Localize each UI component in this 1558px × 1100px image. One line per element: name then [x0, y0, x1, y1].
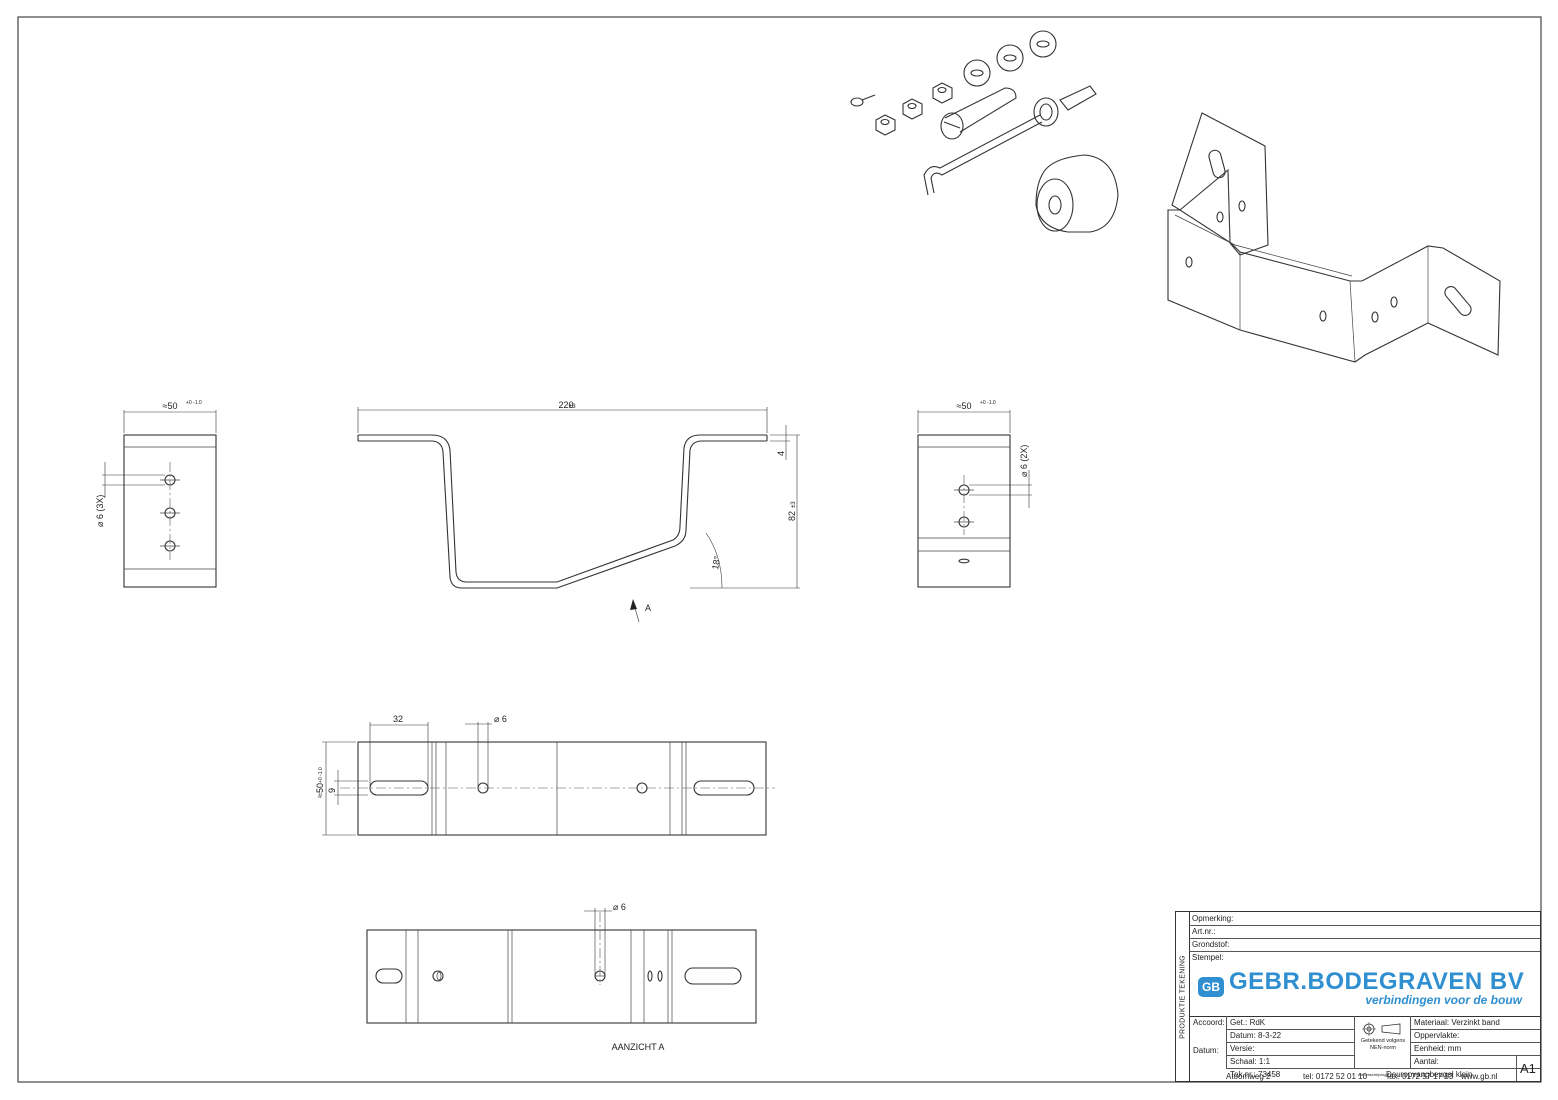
website: www.gb.nl — [1461, 1072, 1498, 1081]
company-tagline: verbindingen voor de bouw — [1365, 993, 1522, 1007]
art-omschrijving-label: Art.omschrijving — [1358, 1072, 1387, 1077]
slot — [375, 968, 403, 984]
right-width-label: ≈50 — [957, 401, 972, 411]
hole — [432, 970, 444, 982]
pin — [944, 87, 1017, 133]
artnr-label: Art.nr.: — [1192, 927, 1216, 936]
top-hole-label: ⌀ 6 — [494, 714, 507, 724]
slot — [684, 967, 742, 985]
opmerking-label: Opmerking: — [1192, 914, 1234, 923]
view-a-label: AANZICHT A — [612, 1042, 665, 1052]
schaal: Schaal: 1:1 — [1230, 1057, 1271, 1066]
top-width-label: ≈50 — [315, 783, 325, 798]
isometric-bracket — [1167, 112, 1501, 363]
front-height-tolerance: ±3 — [791, 501, 797, 508]
washer — [963, 59, 991, 87]
hook-rod — [923, 114, 1041, 196]
eenheid: Eenheid: mm — [1414, 1044, 1462, 1053]
nut — [902, 98, 923, 120]
top-width-tolerance: +0 -1.0 — [318, 767, 324, 783]
view-a: ⌀ 6 AANZICHT A — [366, 902, 757, 1052]
oppervlakte: Oppervlakte: — [1414, 1031, 1460, 1040]
sheet-border — [17, 16, 1542, 1083]
side-label: PRODUKTIE TEKENING — [1179, 954, 1186, 1039]
datum-signoff-label: Datum: — [1193, 1046, 1219, 1055]
slot — [369, 780, 429, 796]
front-length-label: 220 — [558, 400, 573, 410]
adres: Atoomweg 2 — [1226, 1072, 1271, 1081]
norm-note: Getekend volgens NEN-norm — [1360, 1038, 1406, 1051]
bottom-hole-label: ⌀ 6 — [613, 902, 626, 912]
datum: Datum: 8-3-22 — [1230, 1031, 1282, 1040]
getekend: Get.: RdK — [1230, 1018, 1266, 1027]
nut — [932, 82, 953, 104]
aantal: Aantal: — [1414, 1057, 1439, 1066]
top-slot-label: 32 — [393, 714, 403, 724]
company-logo: GB GEBR.BODEGRAVEN BV verbindingen voor … — [1189, 964, 1540, 1017]
omschrijving: Deuropvangbeugel klein — [1386, 1070, 1473, 1079]
view-a-marker: A — [645, 603, 651, 613]
materiaal: Materiaal: Verzinkt band — [1414, 1018, 1500, 1027]
front-angle-label: 18° — [710, 555, 722, 571]
threaded-rod — [1059, 85, 1097, 111]
sheet-format: A1 — [1520, 1061, 1536, 1076]
small-eye-bolt — [850, 97, 864, 107]
rubber-stop — [1035, 154, 1119, 233]
fax: fax: 0172 57 17 53 — [1387, 1072, 1454, 1081]
grondstof-label: Grondstof: — [1192, 940, 1230, 949]
teknr: Tek.nr.: 73458 — [1230, 1070, 1281, 1079]
front-profile-view: 220 ±3 4 82 ±3 18° A — [357, 400, 800, 623]
company-name: GEBR.BODEGRAVEN BV — [1229, 968, 1525, 995]
left-width-label: ≈50 — [163, 401, 178, 411]
projection-symbol-icon — [1362, 1022, 1401, 1036]
top-flat-view: 32 ⌀ 6 ≈50 +0 -1.0 9 — [315, 714, 775, 836]
top-offset-label: 9 — [327, 788, 337, 793]
title-block: PRODUKTIE TEKENING Opmerking: Art.nr.: G… — [1175, 911, 1541, 1082]
accoord-label: Accoord: — [1193, 1018, 1225, 1027]
versie: Versie: — [1230, 1044, 1255, 1053]
left-width-tolerance: +0 -1.0 — [186, 400, 202, 406]
left-side-view: ≈50 +0 -1.0 ⌀ 6 (3X) — [95, 400, 217, 588]
nut — [875, 114, 896, 136]
logo-mark: GB — [1198, 977, 1224, 997]
row-stempel: Stempel: — [1189, 951, 1540, 964]
row-artnr: Art.nr.: — [1189, 925, 1540, 939]
right-side-view: ≈50 +0 -1.0 ⌀ 6 (2X) — [917, 400, 1032, 588]
stempel-label: Stempel: — [1192, 953, 1224, 962]
right-hole-label: ⌀ 6 (2X) — [1019, 445, 1029, 477]
row-opmerking: Opmerking: — [1189, 912, 1540, 926]
front-length-tolerance: ±3 — [569, 404, 576, 410]
right-width-tolerance: +0 -1.0 — [980, 400, 996, 406]
row-grondstof: Grondstof: — [1189, 938, 1540, 952]
hardware-parts — [850, 30, 1119, 233]
title-block-side: PRODUKTIE TEKENING — [1176, 912, 1190, 1081]
front-height-label: 82 — [787, 511, 797, 521]
washer — [996, 44, 1024, 72]
telefoon: tel: 0172 52 01 10 — [1303, 1072, 1368, 1081]
left-hole-label: ⌀ 6 (3X) — [95, 495, 105, 527]
front-thickness-label: 4 — [776, 451, 786, 456]
washer — [1029, 30, 1057, 58]
